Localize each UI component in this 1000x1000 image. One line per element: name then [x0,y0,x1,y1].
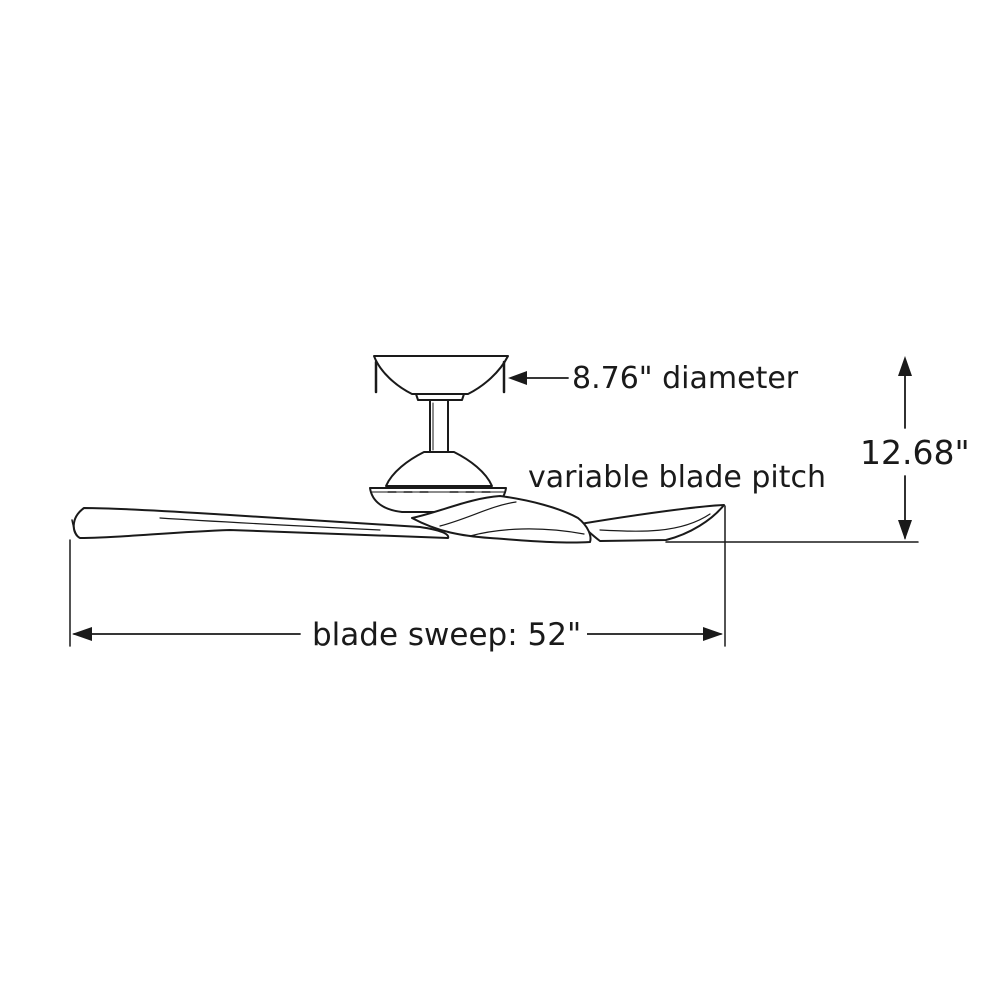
blade-sweep-label: blade sweep: 52" [306,620,588,651]
sweep-arrow-left [72,627,92,641]
center-blade [411,495,592,544]
overall-height-label: 12.68" [860,433,970,472]
motor-housing [369,451,507,513]
canopy-collar [415,393,465,401]
sweep-arrow-right [703,627,723,641]
left-blade [71,507,450,539]
canopy-diameter-label: 8.76" diameter [572,361,799,396]
downrod [429,399,449,453]
canopy [373,355,509,395]
height-arrow-down [898,520,912,540]
right-blade [579,504,725,542]
diameter-arrow [508,371,527,385]
height-arrow-up [898,356,912,376]
blade-pitch-label: variable blade pitch [528,460,827,495]
